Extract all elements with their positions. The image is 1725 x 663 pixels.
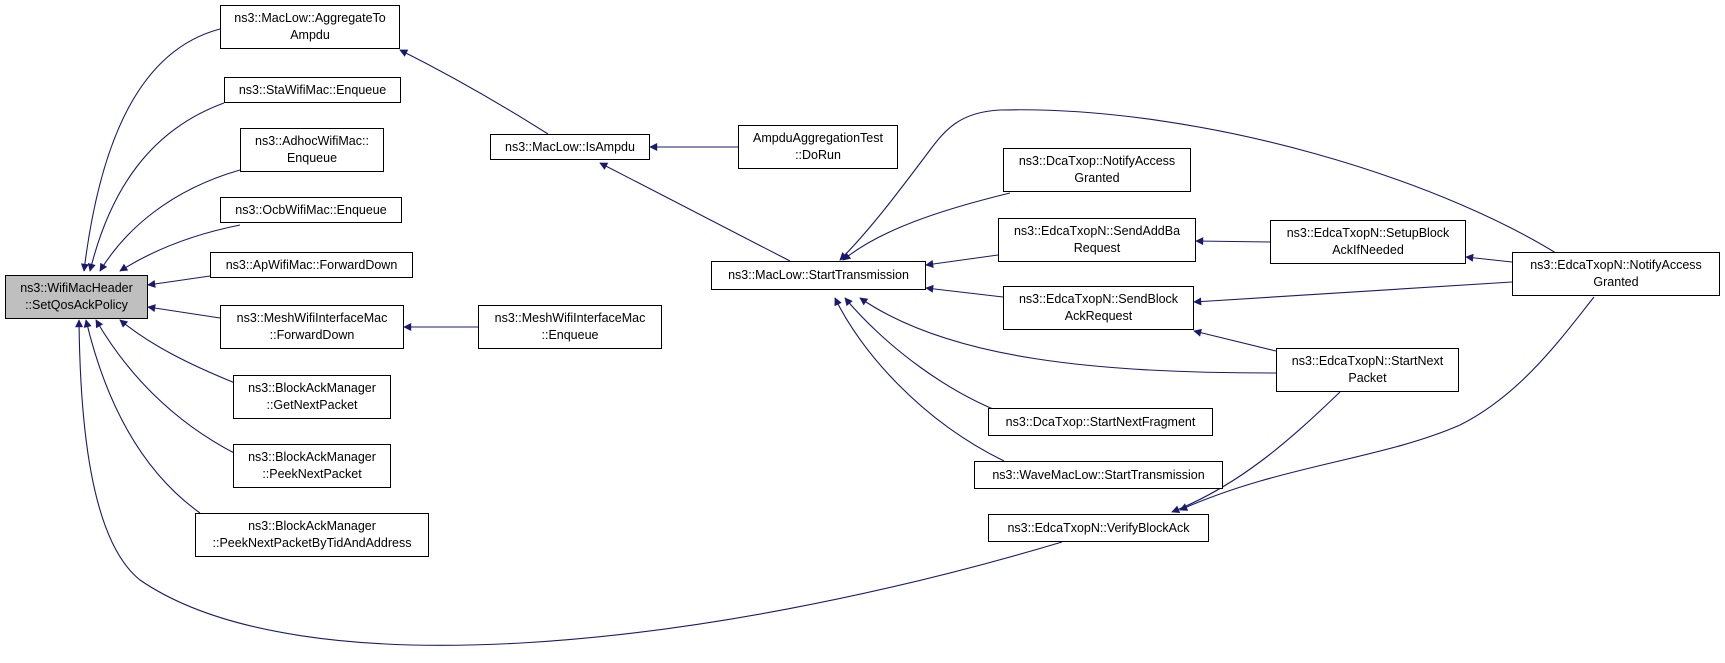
node-meshenq-line2: ::Enqueue [541,328,599,342]
node-setupblockack-line2: AckIfNeeded [1332,243,1404,257]
node-adhoc-line1: ns3::AdhocWifiMac:: [255,134,369,148]
node-ocb-enqueue[interactable]: ns3::OcbWifiMac::Enqueue [220,197,402,223]
node-starttx-line1: ns3::MacLow::StartTransmission [728,268,909,282]
node-bapeek-line2: ::PeekNextPacket [262,467,362,481]
node-sta-enqueue[interactable]: ns3::StaWifiMac::Enqueue [224,77,401,103]
node-sendblockack-line1: ns3::EdcaTxopN::SendBlock [1018,292,1179,306]
edge-sendblockack-starttx [925,284,1004,298]
node-bapeektid-line2: ::PeekNextPacketByTidAndAddress [212,536,412,550]
node-dca-start-next-fragment[interactable]: ns3::DcaTxop::StartNextFragment [988,408,1213,436]
node-sendaddba-line1: ns3::EdcaTxopN::SendAddBa [1013,224,1181,238]
node-root-set-qos-ack-policy: ns3::WifiMacHeader ::SetQosAckPolicy [5,275,148,319]
edge-meshfwd-root [147,304,221,319]
node-send-block-ack-request[interactable]: ns3::EdcaTxopN::SendBlock AckRequest [1003,286,1194,330]
node-sendaddba-line2: Request [1073,241,1121,255]
edge-apfwd-root [147,275,211,288]
node-ampdu-aggregation-test[interactable]: AmpduAggregationTest ::DoRun [738,125,898,169]
node-ampdutest-line1: AmpduAggregationTest [753,131,883,145]
edge-sta-root [87,102,225,272]
node-dcanextfrag-line1: ns3::DcaTxop::StartNextFragment [1005,414,1196,429]
node-aggregate-line2: Ampdu [290,28,330,42]
node-dca-notify-access-granted[interactable]: ns3::DcaTxop::NotifyAccess Granted [1003,148,1191,192]
node-send-addba-request[interactable]: ns3::EdcaTxopN::SendAddBa Request [998,218,1196,262]
edge-wavestarttx-starttx [834,297,1005,462]
node-dcanotify-line1: ns3::DcaTxop::NotifyAccess [1018,154,1176,168]
edge-adhoc-root [99,169,241,272]
node-is-ampdu[interactable]: ns3::MacLow::IsAmpdu [490,134,650,160]
node-bapeek-line1: ns3::BlockAckManager [248,450,376,464]
node-start-transmission[interactable]: ns3::MacLow::StartTransmission [711,261,926,290]
node-apfwd-line1: ns3::ApWifiMac::ForwardDown [225,257,398,272]
node-root-line1: ns3::WifiMacHeader [20,281,133,295]
node-startnextpacket-line2: Packet [1348,371,1387,385]
node-adhoc-line2: Enqueue [286,151,338,165]
edge-isampdu-aggregate [399,49,549,135]
node-isampdu-line1: ns3::MacLow::IsAmpdu [505,139,635,154]
edge-edcanotify-sendblockack [1193,281,1513,306]
edge-bapeektid-root [83,319,201,514]
node-ocb-line1: ns3::OcbWifiMac::Enqueue [235,202,387,217]
node-ba-peek-next-packet[interactable]: ns3::BlockAckManager ::PeekNextPacket [233,444,391,488]
node-meshfwd-line2: ::ForwardDown [269,328,355,342]
node-bapeektid-line1: ns3::BlockAckManager [248,519,376,533]
node-edcanotify-line2: Granted [1593,275,1639,289]
edge-sendaddba-starttx [925,254,999,268]
edge-bapeek-root [95,319,237,455]
edge-edcanotify-setupblockack [1465,253,1513,263]
node-meshenq-line1: ns3::MeshWifiInterfaceMac [494,311,646,325]
node-wavestarttx-line1: ns3::WaveMacLow::StartTransmission [992,467,1205,482]
edge-verify-root [75,319,1063,646]
node-dcanotify-line2: Granted [1074,171,1120,185]
edge-edcanotify-starttx [839,109,1577,267]
node-wave-start-transmission[interactable]: ns3::WaveMacLow::StartTransmission [974,461,1223,489]
node-setup-block-ack-if-needed[interactable]: ns3::EdcaTxopN::SetupBlock AckIfNeeded [1270,220,1466,264]
node-aggregate-line1: ns3::MacLow::AggregateTo [234,11,386,25]
node-meshfwd-line1: ns3::MeshWifiInterfaceMac [236,311,388,325]
edge-startnextpacket-starttx [859,297,1277,374]
node-start-next-packet[interactable]: ns3::EdcaTxopN::StartNext Packet [1276,348,1459,392]
node-ba-get-next-packet[interactable]: ns3::BlockAckManager ::GetNextPacket [233,375,391,419]
edge-aggregate-root [80,28,221,272]
node-bagetnext-line2: ::GetNextPacket [266,398,358,412]
node-setupblockack-line1: ns3::EdcaTxopN::SetupBlock [1286,226,1450,240]
node-mesh-forward-down[interactable]: ns3::MeshWifiInterfaceMac ::ForwardDown [220,305,404,349]
node-edca-notify-access-granted[interactable]: ns3::EdcaTxopN::NotifyAccess Granted [1512,252,1720,296]
edge-edcanotify-verify [1179,296,1595,511]
node-ap-forward-down[interactable]: ns3::ApWifiMac::ForwardDown [210,252,413,278]
edge-startnextpacket-sendblockack [1193,328,1277,352]
node-bagetnext-line1: ns3::BlockAckManager [248,381,376,395]
node-sendblockack-line2: AckRequest [1064,309,1133,323]
node-edcanotify-line1: ns3::EdcaTxopN::NotifyAccess [1530,258,1702,272]
edge-dcanotify-starttx [842,192,1011,261]
node-verify-line1: ns3::EdcaTxopN::VerifyBlockAck [1007,520,1190,535]
node-root-line2: ::SetQosAckPolicy [25,298,128,312]
edge-starttx-isampdu [599,162,791,262]
node-aggregate-to-ampdu[interactable]: ns3::MacLow::AggregateTo Ampdu [220,5,400,49]
node-mesh-enqueue[interactable]: ns3::MeshWifiInterfaceMac ::Enqueue [478,305,662,349]
edge-startnextpacket-verify [1171,391,1341,514]
node-startnextpacket-line1: ns3::EdcaTxopN::StartNext [1291,354,1444,368]
edge-ocb-root [119,224,241,272]
node-sta-line1: ns3::StaWifiMac::Enqueue [238,82,387,97]
node-adhoc-enqueue[interactable]: ns3::AdhocWifiMac:: Enqueue [240,128,384,172]
node-ampdutest-line2: ::DoRun [795,148,841,162]
edge-setupblockack-sendaddba [1195,237,1271,246]
edge-bagetnext-root [119,319,241,386]
node-verify-block-ack[interactable]: ns3::EdcaTxopN::VerifyBlockAck [988,514,1209,542]
node-ba-peek-next-packet-by-tid[interactable]: ns3::BlockAckManager ::PeekNextPacketByT… [195,513,429,557]
